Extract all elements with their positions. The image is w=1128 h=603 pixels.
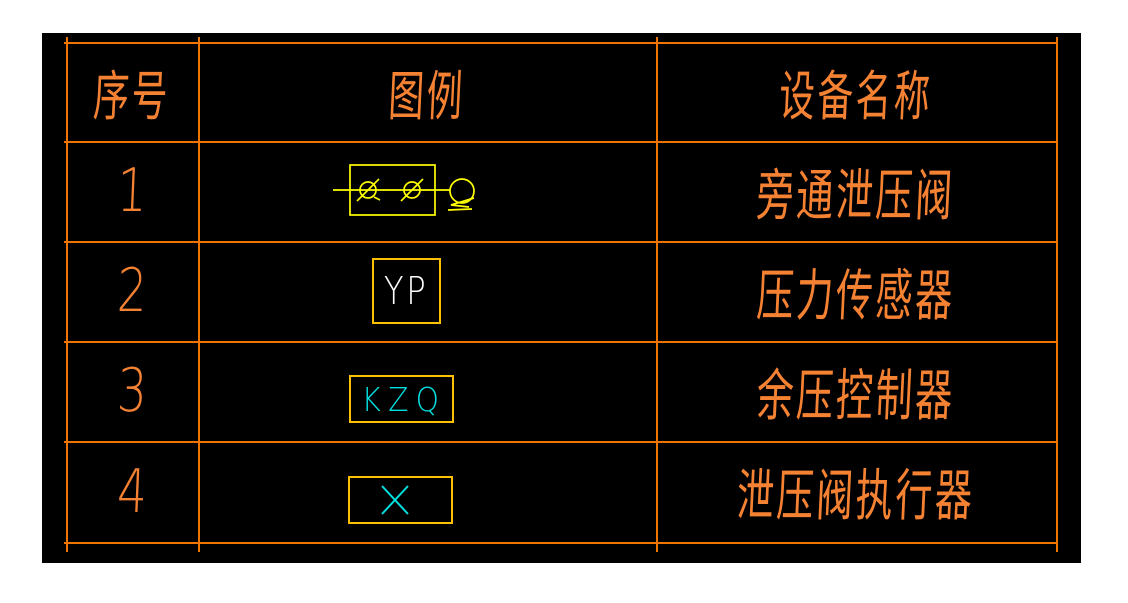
grid-line-row3-bottom <box>64 441 1058 443</box>
serial-number-1: 1 <box>115 156 149 226</box>
equipment-name-2: 压力传感器 <box>755 263 957 329</box>
x-mark-icon <box>380 485 409 515</box>
header-cell-equipment-name: 设备名称 <box>656 42 1056 141</box>
header-equipment-name-label: 设备名称 <box>777 65 934 128</box>
serial-number-2: 2 <box>115 256 149 326</box>
grid-line-col1-divider <box>198 37 200 552</box>
grid-line-left <box>66 37 68 552</box>
grid-line-top <box>64 42 1058 44</box>
cad-legend-drawing: 序号 图例 设备名称 1 2 3 4 YP <box>42 33 1081 563</box>
pressure-sensor-symbol-label: YP <box>384 269 429 313</box>
equipment-name-cell-1: 旁通泄压阀 <box>656 141 1056 241</box>
serial-cell-1: 1 <box>66 141 198 241</box>
grid-line-row2-bottom <box>64 341 1058 343</box>
grid-line-bottom <box>64 542 1058 544</box>
grid-line-header-bottom <box>64 141 1058 143</box>
equipment-name-1: 旁通泄压阀 <box>755 163 957 229</box>
serial-number-3: 3 <box>115 356 149 426</box>
header-cell-legend: 图例 <box>198 42 656 141</box>
grid-line-right <box>1056 37 1058 552</box>
relief-valve-actuator-symbol-box <box>348 476 453 524</box>
header-serial-label: 序号 <box>92 65 172 128</box>
header-legend-label: 图例 <box>387 65 467 128</box>
residual-pressure-controller-symbol-box: KZQ <box>349 375 454 423</box>
serial-number-4: 4 <box>115 456 149 527</box>
equipment-name-cell-4: 泄压阀执行器 <box>656 441 1056 542</box>
grid-line-row1-bottom <box>64 241 1058 243</box>
bypass-relief-valve-symbol-icon <box>330 163 482 225</box>
residual-pressure-controller-symbol-label: KZQ <box>361 379 447 419</box>
equipment-name-4: 泄压阀执行器 <box>735 464 977 529</box>
serial-cell-4: 4 <box>66 441 198 542</box>
serial-cell-2: 2 <box>66 241 198 341</box>
equipment-name-cell-2: 压力传感器 <box>656 241 1056 341</box>
equipment-name-3: 余压控制器 <box>755 363 957 429</box>
grid-line-col2-divider <box>656 37 658 552</box>
pressure-sensor-symbol-box: YP <box>372 258 441 324</box>
serial-cell-3: 3 <box>66 341 198 441</box>
equipment-name-cell-3: 余压控制器 <box>656 341 1056 441</box>
header-cell-serial: 序号 <box>66 42 198 141</box>
